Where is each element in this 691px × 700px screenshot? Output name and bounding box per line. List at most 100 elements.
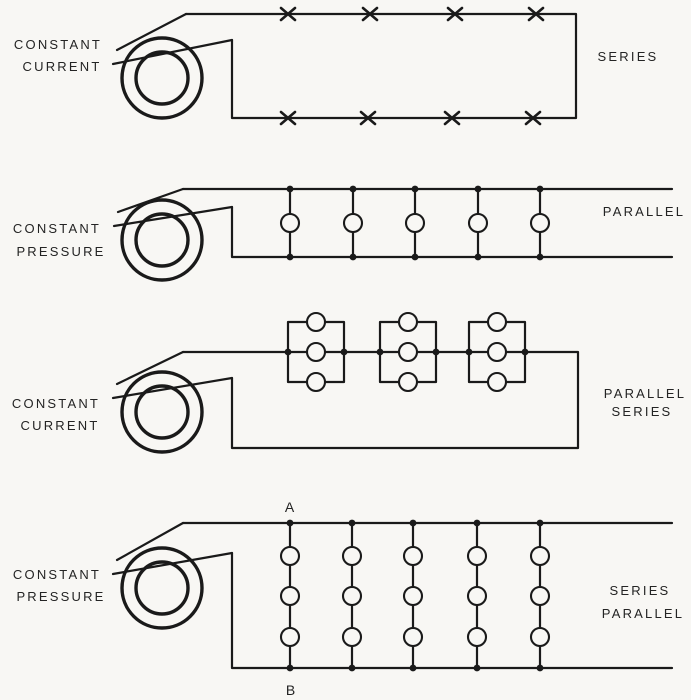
- generator-brush-wire: [115, 12, 188, 52]
- junction-dot: [536, 253, 544, 261]
- junction-dot: [286, 664, 294, 672]
- source-label-line1: CONSTANT: [14, 37, 102, 52]
- junction-dot: [536, 519, 544, 527]
- generator-brush-wire: [111, 38, 234, 66]
- lamp-icon: [402, 626, 424, 648]
- lamp-icon: [486, 311, 508, 333]
- junction-dot: [286, 519, 294, 527]
- source-label-line2: PRESSURE: [16, 244, 105, 259]
- generator-outer-ring: [120, 546, 204, 630]
- source-label-line1: CONSTANT: [13, 221, 101, 236]
- generator-outer-ring: [120, 370, 204, 454]
- generator-brush-wire: [111, 551, 234, 576]
- lamp-icon: [305, 341, 327, 363]
- lamp-icon: [341, 585, 363, 607]
- junction-dot: [349, 185, 357, 193]
- generator-icon: [111, 350, 234, 454]
- series-parallel-circuit: A B CONSTANT PRESSURE SERIES PARALLEL: [13, 499, 684, 698]
- lamp-icon: [341, 545, 363, 567]
- junction-dot: [409, 519, 417, 527]
- junction-dot: [348, 664, 356, 672]
- junction-dot: [432, 348, 440, 356]
- lamp-x-icon: [524, 110, 542, 126]
- junction-dot: [340, 348, 348, 356]
- lamp-icon: [397, 341, 419, 363]
- circuit-type-label-line2: SERIES: [612, 404, 673, 419]
- lamp-x-icon: [527, 6, 545, 22]
- generator-icon: [111, 521, 234, 630]
- junction-dot: [348, 519, 356, 527]
- source-label-line2: CURRENT: [23, 59, 102, 74]
- circuit-type-label-line1: PARALLEL: [604, 386, 686, 401]
- source-label-line2: CURRENT: [21, 418, 100, 433]
- generator-icon: [111, 12, 234, 120]
- generator-brush-wire: [115, 350, 185, 386]
- circuit-type-label: SERIES: [598, 49, 659, 64]
- lamp-x-icon: [361, 6, 379, 22]
- junction-dot: [411, 253, 419, 261]
- junction-dot: [473, 664, 481, 672]
- junction-dot: [411, 185, 419, 193]
- lamp-icon: [402, 585, 424, 607]
- parallel-series-circuit: CONSTANT CURRENT PARALLEL SERIES: [12, 311, 686, 454]
- generator-outer-ring: [120, 198, 204, 282]
- terminal-label-a: A: [285, 499, 295, 515]
- junction-dot: [409, 664, 417, 672]
- lamp-icon: [486, 341, 508, 363]
- junction-dot: [349, 253, 357, 261]
- source-label-line1: CONSTANT: [13, 567, 101, 582]
- lamp-icon: [466, 585, 488, 607]
- bus-wire-bottom: [230, 205, 674, 259]
- generator-inner-ring: [134, 212, 190, 268]
- generator-inner-ring: [134, 560, 190, 616]
- lamp-icon: [397, 371, 419, 393]
- lamp-x-icon: [446, 6, 464, 22]
- lamp-x-icon: [443, 110, 461, 126]
- lamp-icon: [305, 371, 327, 393]
- circuit-type-label-line1: SERIES: [610, 583, 671, 598]
- series-loop-wire: [184, 12, 578, 120]
- lamp-x-icon: [359, 110, 377, 126]
- lamp-icon: [279, 212, 301, 234]
- lamp-icon: [466, 545, 488, 567]
- lamp-icon: [529, 626, 551, 648]
- lamp-x-icon: [279, 110, 297, 126]
- lamp-icon: [341, 626, 363, 648]
- circuit-type-label: PARALLEL: [603, 204, 685, 219]
- lamp-icon: [404, 212, 426, 234]
- lamp-icon: [402, 545, 424, 567]
- source-label-line2: PRESSURE: [16, 589, 105, 604]
- generator-inner-ring: [134, 50, 190, 106]
- lamp-icon: [305, 311, 327, 333]
- junction-dot: [474, 185, 482, 193]
- circuit-type-label-line2: PARALLEL: [602, 606, 684, 621]
- series-loop-wire: [181, 350, 580, 450]
- generator-brush-wire: [112, 205, 234, 228]
- source-label-line1: CONSTANT: [12, 396, 100, 411]
- series-circuit: CONSTANT CURRENT SERIES: [14, 6, 659, 126]
- lamp-icon: [397, 311, 419, 333]
- parallel-circuit: CONSTANT PRESSURE PARALLEL: [13, 185, 685, 282]
- generator-brush-wire: [116, 187, 185, 214]
- bus-wire-bottom: [230, 551, 674, 670]
- lamp-icon: [529, 212, 551, 234]
- lamp-icon: [529, 585, 551, 607]
- generator-brush-wire: [115, 521, 185, 562]
- generator-icon: [112, 187, 234, 282]
- generator-inner-ring: [134, 384, 190, 440]
- lamp-icon: [529, 545, 551, 567]
- junction-dot: [286, 185, 294, 193]
- junction-dot: [376, 348, 384, 356]
- junction-dot: [474, 253, 482, 261]
- junction-dot: [284, 348, 292, 356]
- lamp-icon: [342, 212, 364, 234]
- junction-dot: [286, 253, 294, 261]
- junction-dot: [465, 348, 473, 356]
- lamp-icon: [279, 626, 301, 648]
- lamp-icon: [466, 626, 488, 648]
- junction-dot: [473, 519, 481, 527]
- generator-brush-wire: [111, 376, 234, 400]
- lamp-icon: [467, 212, 489, 234]
